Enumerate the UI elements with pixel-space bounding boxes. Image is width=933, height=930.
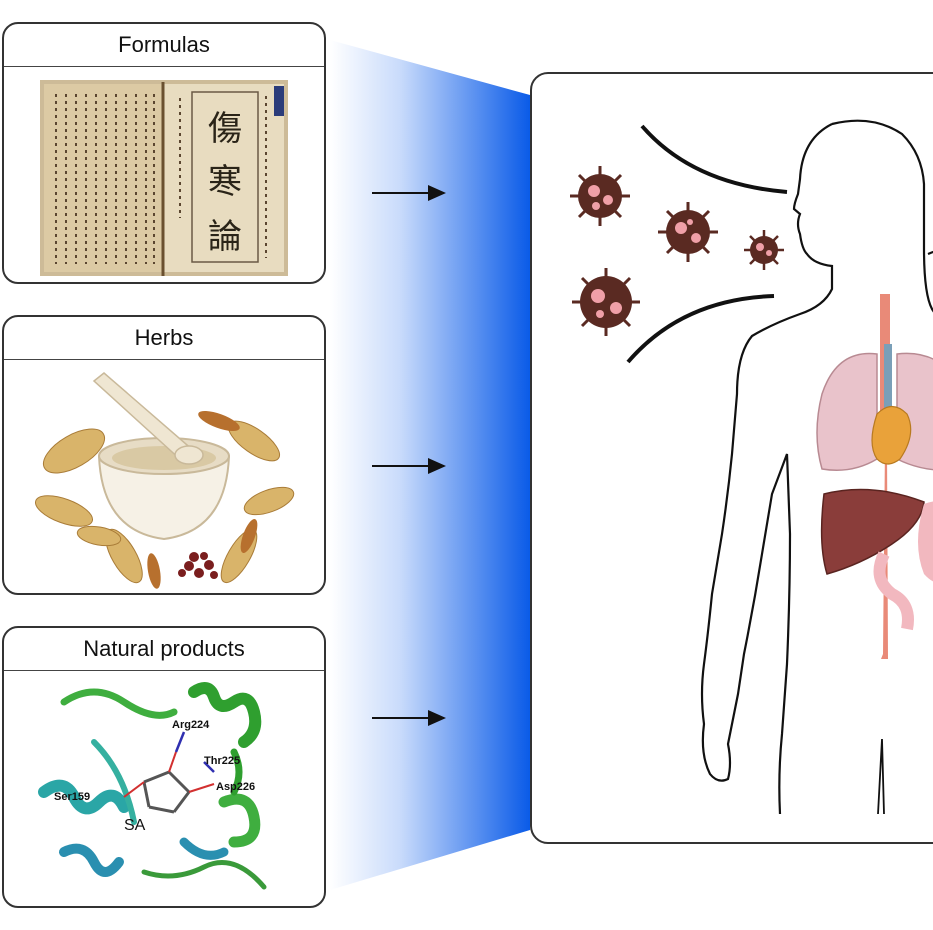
natural-products-title: Natural products <box>4 628 324 671</box>
air-curve-top <box>640 124 788 194</box>
stomach <box>918 501 933 582</box>
residue-label-arg224: Arg224 <box>172 719 210 731</box>
ligand-label-sa: SA <box>124 817 146 834</box>
virus-icon <box>570 166 630 226</box>
lungs <box>816 352 878 471</box>
heart <box>871 405 912 465</box>
protein-structure-image: Arg224 Thr225 Asp226 Ser159 SA <box>38 682 267 890</box>
residue-label-ser159: Ser159 <box>54 791 90 803</box>
herbs-title: Herbs <box>4 317 324 360</box>
residue-label-asp226: Asp226 <box>216 781 255 793</box>
herbs-mortar-image <box>35 372 295 589</box>
formulas-title: Formulas <box>4 24 324 67</box>
human-body-outline-icon <box>700 119 933 815</box>
virus-icon <box>572 268 640 336</box>
herbs-panel: Herbs <box>2 315 326 595</box>
virus-icon <box>744 230 784 270</box>
virus-icon <box>658 202 718 262</box>
body-illustration <box>570 119 933 815</box>
ancient-book-image: 傷 寒 論 <box>40 80 288 276</box>
air-curve-bottom <box>626 294 775 364</box>
book-char-3: 論 <box>208 217 242 257</box>
liver <box>820 488 925 575</box>
residue-label-thr225: Thr225 <box>204 755 240 767</box>
book-char-1: 傷 <box>208 109 242 149</box>
natural-products-panel: Natural products <box>2 626 326 908</box>
book-char-2: 寒 <box>208 162 242 202</box>
formulas-panel: Formulas 傷 寒 論 <box>2 22 326 284</box>
body-panel <box>530 72 933 844</box>
